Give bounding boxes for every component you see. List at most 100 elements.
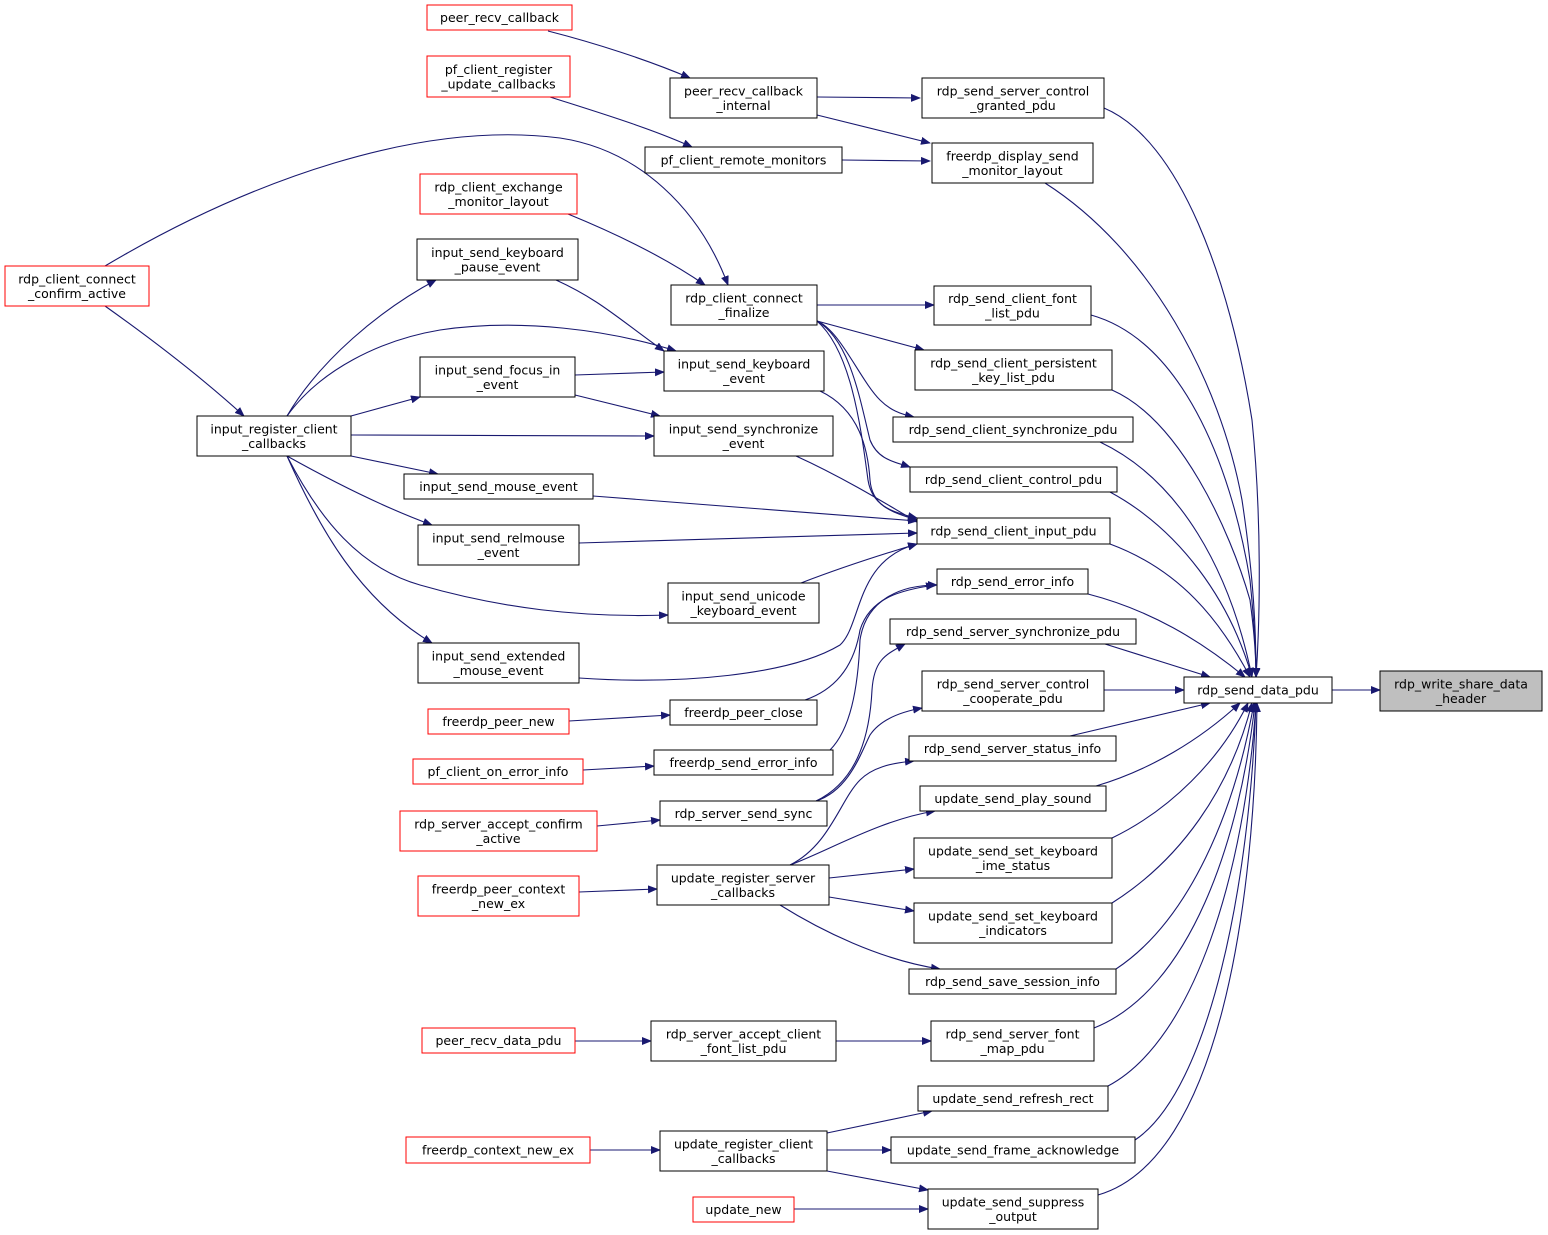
node-box[interactable] <box>417 524 580 566</box>
node-input_send_keyboard_pause_event[interactable]: input_send_keyboard_pause_event <box>416 238 579 281</box>
node-box[interactable] <box>653 415 834 457</box>
node-freerdp_peer_context_new_ex[interactable]: freerdp_peer_context_new_ex <box>417 875 580 917</box>
node-rdp_send_client_synchronize_pdu[interactable]: rdp_send_client_synchronize_pdu <box>892 416 1134 443</box>
node-rdp_write_share_data_header[interactable]: rdp_write_share_data_header <box>1379 670 1543 712</box>
node-box[interactable] <box>399 810 598 852</box>
node-box[interactable] <box>916 517 1111 545</box>
node-box[interactable] <box>913 837 1113 879</box>
node-box[interactable] <box>416 238 579 281</box>
node-input_send_synchronize_event[interactable]: input_send_synchronize_event <box>653 415 834 457</box>
node-freerdp_send_error_info[interactable]: freerdp_send_error_info <box>653 749 834 776</box>
node-rdp_client_connect_finalize[interactable]: rdp_client_connect_finalize <box>670 284 818 326</box>
node-box[interactable] <box>403 473 594 500</box>
node-update_send_suppress_output[interactable]: update_send_suppress_output <box>927 1188 1099 1230</box>
node-box[interactable] <box>933 285 1092 326</box>
node-box[interactable] <box>421 1027 576 1054</box>
node-box[interactable] <box>417 875 580 917</box>
node-box[interactable] <box>1379 670 1543 712</box>
node-rdp_send_server_control_granted_pdu[interactable]: rdp_send_server_control_granted_pdu <box>921 77 1105 119</box>
node-update_send_refresh_rect[interactable]: update_send_refresh_rect <box>917 1085 1109 1112</box>
node-box[interactable] <box>921 670 1105 712</box>
node-box[interactable] <box>650 1020 837 1062</box>
node-rdp_send_data_pdu[interactable]: rdp_send_data_pdu <box>1183 676 1333 704</box>
node-box[interactable] <box>930 1020 1095 1062</box>
node-rdp_send_client_persistent_key_list_pdu[interactable]: rdp_send_client_persistent_key_list_pdu <box>914 349 1113 391</box>
node-rdp_send_save_session_info[interactable]: rdp_send_save_session_info <box>908 968 1117 995</box>
node-freerdp_display_send_monitor_layout[interactable]: freerdp_display_send_monitor_layout <box>931 142 1094 184</box>
node-box[interactable] <box>927 1188 1099 1230</box>
node-box[interactable] <box>419 356 576 398</box>
node-box[interactable] <box>890 1136 1136 1164</box>
node-freerdp_peer_new[interactable]: freerdp_peer_new <box>427 708 570 735</box>
node-box[interactable] <box>419 173 578 215</box>
node-rdp_send_client_font_list_pdu[interactable]: rdp_send_client_font_list_pdu <box>933 285 1092 326</box>
node-box[interactable] <box>669 77 818 119</box>
node-freerdp_peer_close[interactable]: freerdp_peer_close <box>669 699 818 726</box>
node-input_register_client_callbacks[interactable]: input_register_client_callbacks <box>196 415 352 457</box>
node-update_send_play_sound[interactable]: update_send_play_sound <box>919 785 1107 812</box>
node-box[interactable] <box>892 416 1134 443</box>
node-box[interactable] <box>426 4 573 31</box>
node-box[interactable] <box>931 142 1094 184</box>
node-box[interactable] <box>917 1085 1109 1112</box>
node-rdp_send_server_status_info[interactable]: rdp_send_server_status_info <box>908 735 1117 762</box>
node-box[interactable] <box>1183 676 1333 704</box>
node-peer_recv_callback_internal[interactable]: peer_recv_callback_internal <box>669 77 818 119</box>
node-box[interactable] <box>914 349 1113 391</box>
node-peer_recv_data_pdu[interactable]: peer_recv_data_pdu <box>421 1027 576 1054</box>
node-rdp_send_server_control_cooperate_pdu[interactable]: rdp_send_server_control_cooperate_pdu <box>921 670 1105 712</box>
node-box[interactable] <box>653 749 834 776</box>
node-update_register_server_callbacks[interactable]: update_register_server_callbacks <box>656 864 830 906</box>
node-box[interactable] <box>656 864 830 906</box>
node-box[interactable] <box>659 1130 828 1172</box>
node-rdp_client_connect_confirm_active[interactable]: rdp_client_connect_confirm_active <box>4 265 150 307</box>
node-input_send_focus_in_event[interactable]: input_send_focus_in_event <box>419 356 576 398</box>
node-input_send_unicode_keyboard_event[interactable]: input_send_unicode_keyboard_event <box>667 582 820 624</box>
node-box[interactable] <box>405 1136 591 1164</box>
node-box[interactable] <box>426 55 571 98</box>
node-box[interactable] <box>667 582 820 624</box>
node-box[interactable] <box>644 146 843 174</box>
node-rdp_send_client_control_pdu[interactable]: rdp_send_client_control_pdu <box>909 466 1118 493</box>
node-update_new[interactable]: update_new <box>692 1196 795 1223</box>
node-input_send_relmouse_event[interactable]: input_send_relmouse_event <box>417 524 580 566</box>
node-box[interactable] <box>919 785 1107 812</box>
node-box[interactable] <box>659 800 828 827</box>
node-rdp_server_accept_confirm_active[interactable]: rdp_server_accept_confirm_active <box>399 810 598 852</box>
node-box[interactable] <box>669 699 818 726</box>
node-box[interactable] <box>427 708 570 735</box>
node-rdp_client_exchange_monitor_layout[interactable]: rdp_client_exchange_monitor_layout <box>419 173 578 215</box>
node-update_send_set_keyboard_indicators[interactable]: update_send_set_keyboard_indicators <box>913 902 1113 944</box>
node-rdp_send_client_input_pdu[interactable]: rdp_send_client_input_pdu <box>916 517 1111 545</box>
node-pf_client_remote_monitors[interactable]: pf_client_remote_monitors <box>644 146 843 174</box>
node-rdp_server_accept_client_font_list_pdu[interactable]: rdp_server_accept_client_font_list_pdu <box>650 1020 837 1062</box>
node-box[interactable] <box>909 466 1118 493</box>
node-update_register_client_callbacks[interactable]: update_register_client_callbacks <box>659 1130 828 1172</box>
node-update_send_frame_acknowledge[interactable]: update_send_frame_acknowledge <box>890 1136 1136 1164</box>
node-rdp_server_send_sync[interactable]: rdp_server_send_sync <box>659 800 828 827</box>
node-box[interactable] <box>692 1196 795 1223</box>
node-pf_client_on_error_info[interactable]: pf_client_on_error_info <box>412 758 584 785</box>
node-box[interactable] <box>670 284 818 326</box>
node-input_send_extended_mouse_event[interactable]: input_send_extended_mouse_event <box>417 642 580 684</box>
node-box[interactable] <box>908 968 1117 995</box>
node-pf_client_register_update_callbacks[interactable]: pf_client_register_update_callbacks <box>426 55 571 98</box>
node-peer_recv_callback[interactable]: peer_recv_callback <box>426 4 573 31</box>
node-box[interactable] <box>908 735 1117 762</box>
node-box[interactable] <box>663 350 825 392</box>
node-rdp_send_error_info[interactable]: rdp_send_error_info <box>936 568 1089 595</box>
node-box[interactable] <box>4 265 150 307</box>
node-input_send_keyboard_event[interactable]: input_send_keyboard_event <box>663 350 825 392</box>
node-box[interactable] <box>196 415 352 457</box>
node-box[interactable] <box>913 902 1113 944</box>
node-freerdp_context_new_ex[interactable]: freerdp_context_new_ex <box>405 1136 591 1164</box>
node-rdp_send_server_synchronize_pdu[interactable]: rdp_send_server_synchronize_pdu <box>889 618 1137 645</box>
node-box[interactable] <box>889 618 1137 645</box>
node-box[interactable] <box>417 642 580 684</box>
node-rdp_send_server_font_map_pdu[interactable]: rdp_send_server_font_map_pdu <box>930 1020 1095 1062</box>
node-box[interactable] <box>412 758 584 785</box>
node-box[interactable] <box>921 77 1105 119</box>
node-box[interactable] <box>936 568 1089 595</box>
node-update_send_set_keyboard_ime_status[interactable]: update_send_set_keyboard_ime_status <box>913 837 1113 879</box>
node-input_send_mouse_event[interactable]: input_send_mouse_event <box>403 473 594 500</box>
